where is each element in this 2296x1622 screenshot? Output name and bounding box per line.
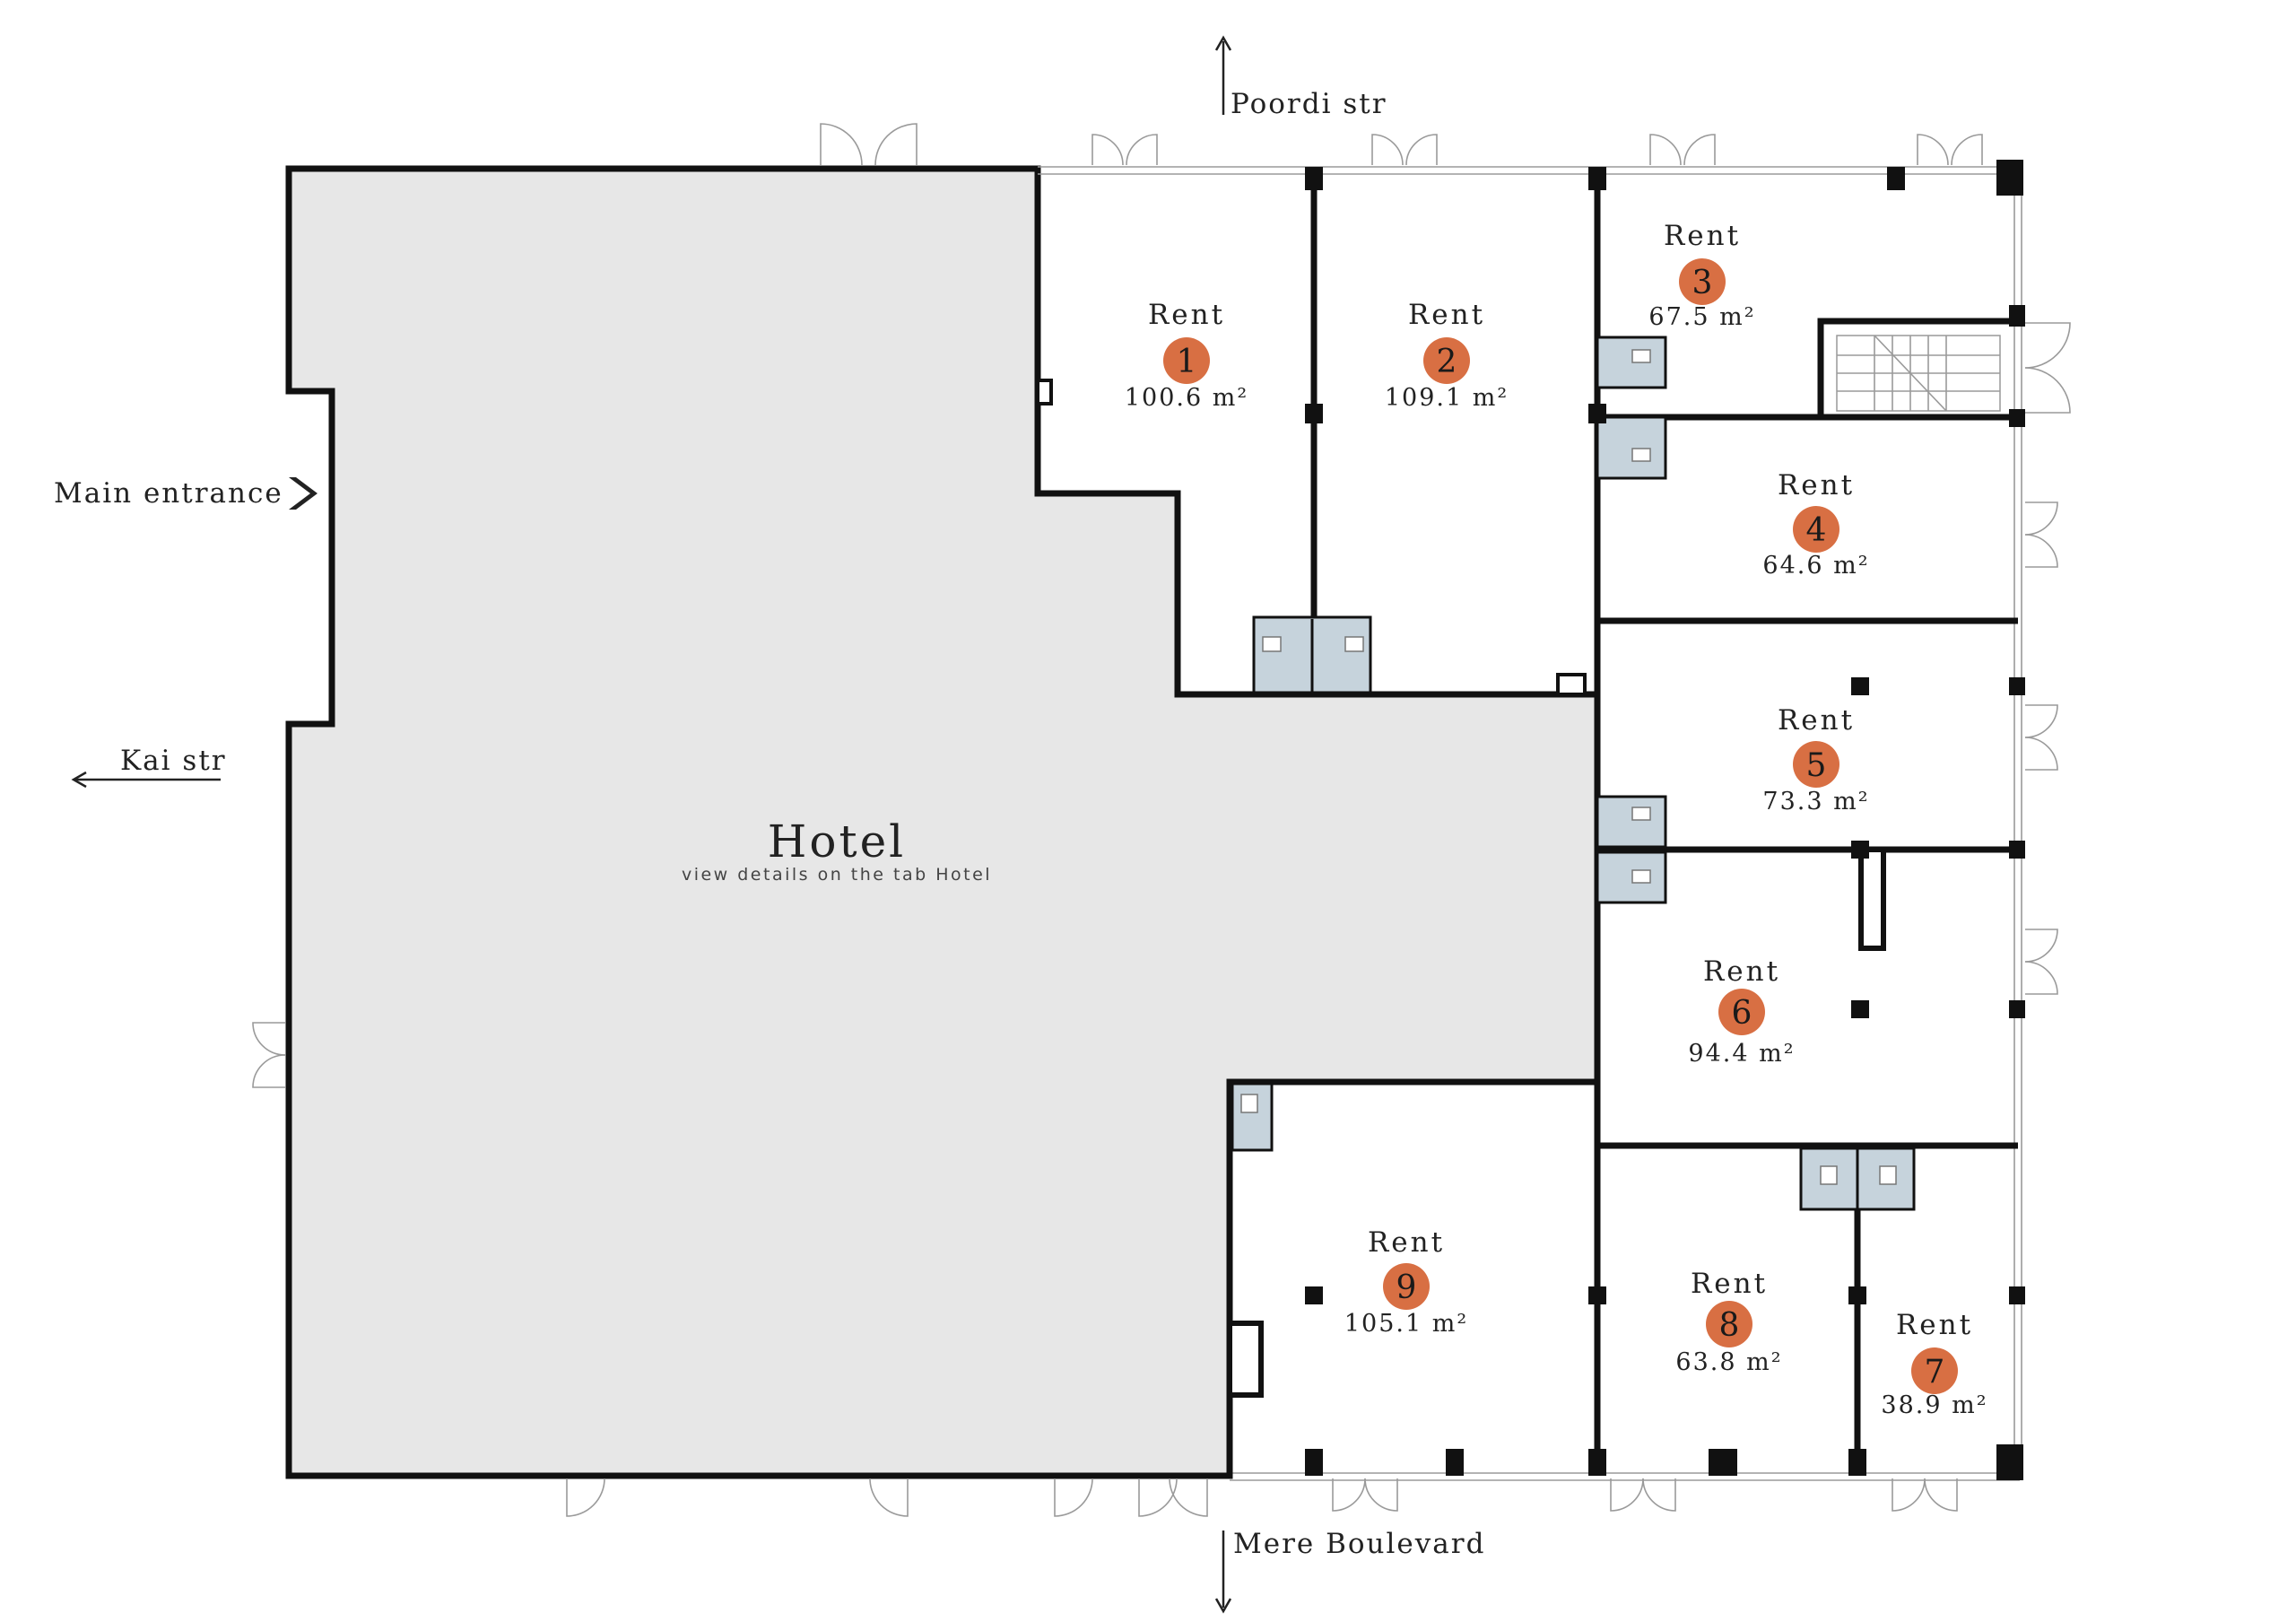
- street-label-south: Mere Boulevard: [1233, 1528, 1485, 1560]
- unit-7[interactable]: Rent 7 38.9 m²: [1881, 1309, 1987, 1419]
- street-kai: Kai str: [71, 745, 227, 789]
- unit-label: Rent: [1778, 469, 1855, 501]
- unit-label: Rent: [1703, 955, 1780, 988]
- unit-area: 38.9 m²: [1881, 1391, 1987, 1419]
- unit-8[interactable]: Rent 8 63.8 m²: [1675, 1268, 1782, 1376]
- unit-number: 1: [1177, 344, 1197, 380]
- unit-marker: [1911, 1347, 1958, 1394]
- unit-marker: [1793, 741, 1839, 788]
- hotel-subtitle: view details on the tab Hotel: [682, 865, 992, 885]
- unit-number: 2: [1437, 344, 1457, 380]
- unit-area: 64.6 m²: [1762, 552, 1869, 580]
- unit-area: 73.3 m²: [1762, 788, 1869, 815]
- unit-label: Rent: [1896, 1309, 1973, 1341]
- unit-3[interactable]: Rent 3 67.5 m²: [1648, 220, 1755, 331]
- unit-marker: [1163, 337, 1210, 384]
- doors: [252, 123, 2071, 1517]
- unit-6[interactable]: Rent 6 94.4 m²: [1688, 955, 1795, 1068]
- unit-label: Rent: [1778, 704, 1855, 737]
- hotel-title: Hotel: [768, 815, 906, 868]
- unit-area: 67.5 m²: [1648, 303, 1755, 331]
- unit-number: 7: [1925, 1354, 1945, 1391]
- unit-number: 6: [1732, 995, 1752, 1032]
- unit-area: 94.4 m²: [1688, 1040, 1795, 1068]
- unit-marker: [1718, 989, 1765, 1035]
- entrance-chevron-icon: [289, 477, 317, 510]
- exterior-walls: [1034, 166, 2022, 1481]
- unit-marker: [1423, 337, 1470, 384]
- unit-number: 3: [1692, 265, 1713, 301]
- unit-4[interactable]: Rent 4 64.6 m²: [1762, 469, 1869, 580]
- street-label-west: Kai str: [120, 745, 227, 777]
- wc-blocks: [1231, 336, 1916, 1211]
- unit-number: 8: [1719, 1307, 1740, 1344]
- unit-number: 5: [1806, 747, 1827, 784]
- unit-marker: [1793, 506, 1839, 553]
- unit-area: 100.6 m²: [1125, 384, 1248, 412]
- unit-number: 9: [1396, 1269, 1417, 1306]
- unit-2[interactable]: Rent 2 109.1 m²: [1385, 299, 1509, 412]
- street-poordi: Poordi str: [1214, 35, 1387, 120]
- unit-area: 109.1 m²: [1385, 384, 1509, 412]
- unit-9[interactable]: Rent 9 105.1 m²: [1344, 1226, 1468, 1338]
- staircase: [1836, 335, 2001, 412]
- unit-area: 105.1 m²: [1344, 1310, 1468, 1338]
- street-mere: Mere Boulevard: [1214, 1528, 1485, 1614]
- unit-label: Rent: [1368, 1226, 1445, 1259]
- unit-marker: [1383, 1263, 1430, 1310]
- main-entrance-label: Main entrance: [54, 477, 283, 510]
- unit-5[interactable]: Rent 5 73.3 m²: [1762, 704, 1869, 815]
- hotel-label: Hotel view details on the tab Hotel: [682, 815, 992, 885]
- unit-label: Rent: [1691, 1268, 1768, 1300]
- unit-1[interactable]: Rent 1 100.6 m²: [1125, 299, 1248, 412]
- unit-marker: [1679, 258, 1726, 305]
- unit-label: Rent: [1148, 299, 1225, 331]
- unit-area: 63.8 m²: [1675, 1348, 1782, 1376]
- main-entrance-marker: Main entrance: [54, 477, 317, 510]
- unit-label: Rent: [1408, 299, 1485, 331]
- structural-pillars: [1305, 160, 2025, 1480]
- street-label-north: Poordi str: [1231, 88, 1387, 120]
- unit-label: Rent: [1664, 220, 1741, 252]
- unit-number: 4: [1806, 512, 1827, 549]
- unit-marker: [1706, 1301, 1752, 1347]
